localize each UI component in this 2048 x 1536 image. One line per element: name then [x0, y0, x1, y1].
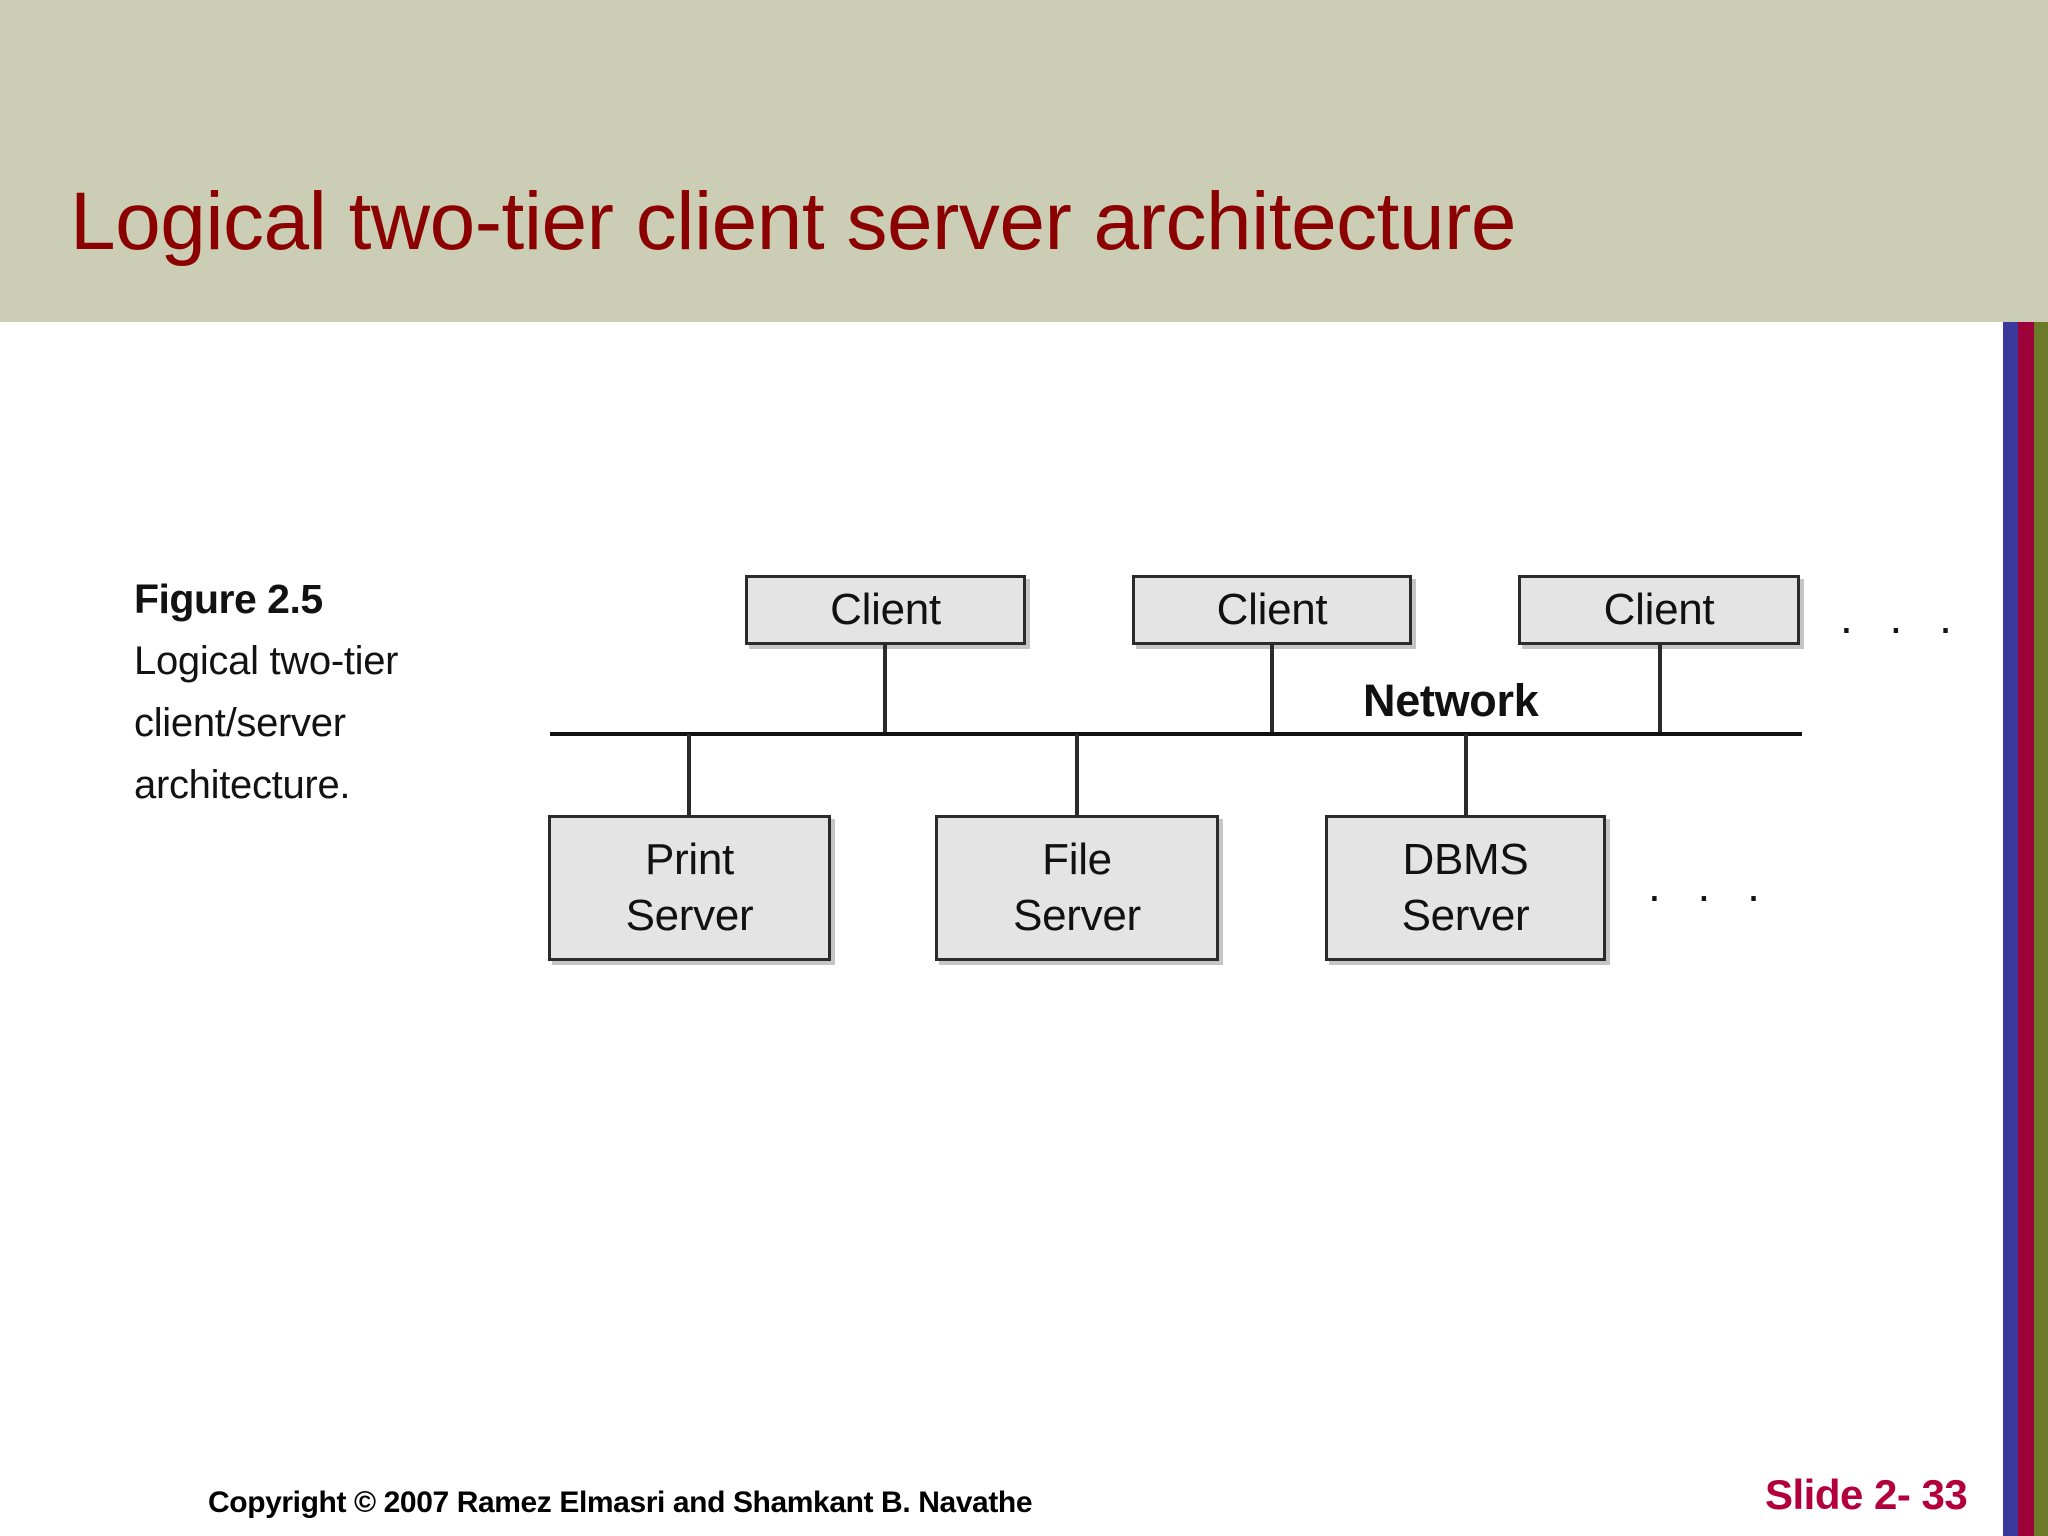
file-server-label-line-1: File — [1042, 835, 1112, 884]
connector-client-2-to-network — [1270, 645, 1274, 734]
network-bus-line — [550, 732, 1802, 736]
client-node-3-label: Client — [1603, 585, 1715, 634]
figure-caption-block: Figure 2.5 Logical two-tier client/serve… — [134, 568, 484, 816]
client-node-3: Client — [1518, 575, 1800, 645]
figure-caption-text: Logical two-tier client/server architect… — [134, 630, 484, 816]
figure-caption-line-1: Logical two-tier — [134, 639, 399, 683]
figure-diagram: Figure 2.5 Logical two-tier client/serve… — [0, 322, 2003, 1422]
stripe-band-crimson — [2018, 322, 2034, 1536]
print-server-label-line-2: Server — [625, 891, 754, 940]
client-row-ellipsis: . . . — [1840, 591, 1964, 643]
connector-network-to-dbms-server — [1464, 734, 1468, 817]
connector-client-3-to-network — [1658, 645, 1662, 734]
connector-network-to-file-server — [1075, 734, 1079, 817]
client-node-2: Client — [1132, 575, 1412, 645]
file-server-node: File Server — [935, 815, 1219, 961]
stripe-band-olive — [2034, 322, 2048, 1536]
dbms-server-node: DBMS Server — [1325, 815, 1606, 961]
print-server-node: Print Server — [548, 815, 831, 961]
client-node-2-label: Client — [1216, 585, 1328, 634]
dbms-server-label-line-2: Server — [1401, 891, 1530, 940]
network-label: Network — [1363, 675, 1539, 726]
client-node-1: Client — [745, 575, 1026, 645]
dbms-server-label-line-1: DBMS — [1402, 835, 1529, 884]
print-server-label-line-1: Print — [645, 835, 734, 884]
figure-number-label: Figure 2.5 — [134, 576, 323, 622]
slide-header-band: Logical two-tier client server architect… — [0, 0, 2048, 322]
connector-client-1-to-network — [883, 645, 887, 734]
server-row-ellipsis: . . . — [1648, 859, 1772, 911]
footer-slide-number: Slide 2- 33 — [1765, 1471, 1968, 1518]
stripe-band-blue — [2003, 322, 2018, 1536]
client-node-1-label: Client — [830, 585, 941, 634]
connector-network-to-print-server — [687, 734, 691, 817]
footer-copyright: Copyright © 2007 Ramez Elmasri and Shamk… — [208, 1486, 1033, 1519]
figure-caption-line-2: client/server — [134, 701, 346, 745]
right-edge-stripe — [2003, 322, 2048, 1536]
page-title: Logical two-tier client server architect… — [70, 176, 1516, 267]
figure-caption-line-3: architecture. — [134, 763, 351, 807]
file-server-label-line-2: Server — [1013, 891, 1141, 940]
